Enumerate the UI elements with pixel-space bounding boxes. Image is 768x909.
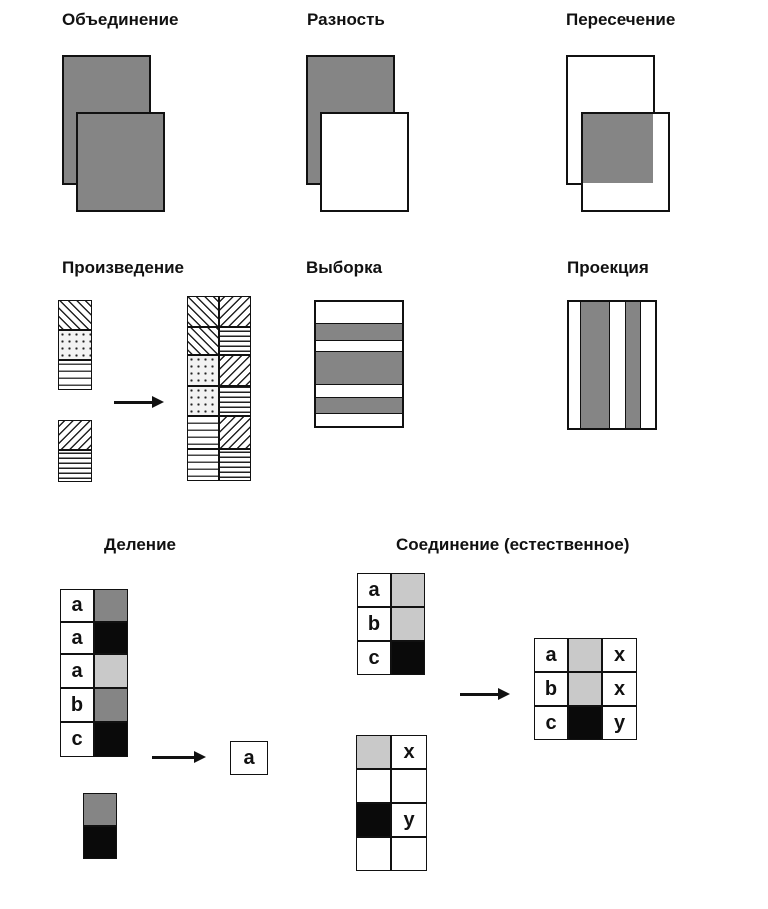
join-result-mid-cell (568, 672, 602, 706)
product-result-cell (219, 416, 251, 449)
division-key-cell: c (60, 722, 94, 757)
product-result-cell (219, 296, 251, 327)
division-arrow (152, 751, 206, 763)
division-key-cell: a (60, 654, 94, 688)
product-result-cell (219, 386, 251, 416)
division-key-cell: a (60, 589, 94, 622)
product-result-cell (187, 355, 219, 386)
join-result-key-cell: a (534, 638, 568, 672)
product-arrow (114, 396, 164, 408)
product-result-cell (187, 327, 219, 355)
join-result-value-cell: x (602, 672, 637, 706)
product-right-cell (58, 450, 92, 482)
projection-column (580, 302, 610, 428)
division-title: Деление (104, 535, 176, 554)
product-right-cell (58, 420, 92, 450)
join-left-value-cell (391, 607, 425, 641)
selection-row (316, 397, 402, 414)
product-result-cell (187, 449, 219, 481)
join-result-value-cell: x (602, 638, 637, 672)
product-result-cell (219, 327, 251, 355)
join-right-key-cell (356, 735, 391, 769)
join-right-key-cell (356, 803, 391, 837)
join-right-value-cell: x (391, 735, 427, 769)
selection-row (316, 351, 402, 385)
selection-row (316, 323, 402, 341)
product-title: Произведение (62, 258, 184, 277)
product-result-cell (187, 386, 219, 416)
join-left-key-cell: b (357, 607, 391, 641)
division-value-cell (94, 589, 128, 622)
union-title: Объединение (62, 10, 179, 29)
product-result-cell (219, 355, 251, 386)
join-result-mid-cell (568, 706, 602, 740)
join-right-key-cell (356, 837, 391, 871)
join-title: Соединение (естественное) (396, 535, 630, 554)
union-overlap-outline (76, 112, 151, 185)
division-key-cell: a (60, 622, 94, 654)
join-right-value-cell (391, 837, 427, 871)
join-result-key-cell: b (534, 672, 568, 706)
division-value-cell (94, 622, 128, 654)
join-arrow (460, 688, 510, 700)
product-result-cell (219, 449, 251, 481)
division-key-cell: b (60, 688, 94, 722)
product-result-cell (187, 416, 219, 449)
division-divisor-cell (83, 793, 117, 826)
intersection-overlap (583, 114, 653, 183)
difference-title: Разность (307, 10, 385, 29)
division-divisor-cell (83, 826, 117, 859)
product-result-cell (187, 296, 219, 327)
join-right-value-cell: y (391, 803, 427, 837)
join-left-value-cell (391, 641, 425, 675)
join-result-key-cell: c (534, 706, 568, 740)
join-left-key-cell: a (357, 573, 391, 607)
division-value-cell (94, 722, 128, 757)
join-left-value-cell (391, 573, 425, 607)
join-right-value-cell (391, 769, 427, 803)
join-result-value-cell: y (602, 706, 637, 740)
division-result-cell: a (230, 741, 268, 775)
projection-column (625, 302, 641, 428)
projection-title: Проекция (567, 258, 649, 277)
intersection-title: Пересечение (566, 10, 676, 29)
selection-title: Выборка (306, 258, 383, 277)
division-value-cell (94, 688, 128, 722)
product-left-cell (58, 300, 92, 330)
join-right-key-cell (356, 769, 391, 803)
difference-set-b (320, 112, 409, 212)
product-left-cell (58, 330, 92, 360)
product-left-cell (58, 360, 92, 390)
join-left-key-cell: c (357, 641, 391, 675)
division-value-cell (94, 654, 128, 688)
join-result-mid-cell (568, 638, 602, 672)
